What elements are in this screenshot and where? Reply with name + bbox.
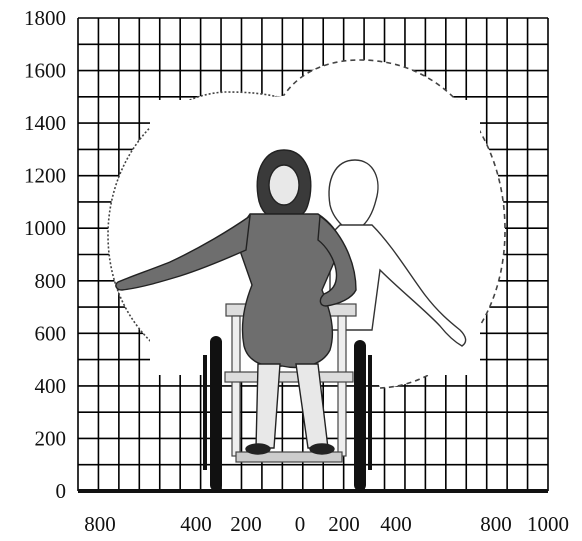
y-tick-label: 200: [35, 426, 67, 450]
y-tick-label: 1800: [24, 6, 66, 30]
x-tick-label: 0: [295, 512, 306, 536]
x-tick-label: 400: [180, 512, 212, 536]
y-tick-label: 1200: [24, 164, 66, 188]
seated-person-wheelchair: [115, 149, 357, 455]
x-tick-label: 200: [230, 512, 262, 536]
x-tick-label: 200: [328, 512, 360, 536]
x-tick-label: 1000: [527, 512, 569, 536]
x-tick-label: 800: [84, 512, 116, 536]
x-axis-tick-labels: 800 400 200 0 200 400 800 1000: [84, 512, 569, 536]
left-arm: [115, 214, 251, 291]
y-axis-tick-labels: 0 200 400 600 800 1000 1200 1400 1600 1800: [24, 6, 66, 503]
x-tick-label: 800: [480, 512, 512, 536]
wheelchair-right-wheel: [354, 340, 366, 491]
y-tick-label: 1000: [24, 216, 66, 240]
y-tick-label: 1400: [24, 111, 66, 135]
wheelchair-footrest: [235, 451, 343, 463]
right-arm: [317, 214, 357, 307]
face: [268, 164, 300, 206]
y-tick-label: 1600: [24, 59, 66, 83]
x-tick-label: 400: [380, 512, 412, 536]
y-tick-label: 400: [35, 374, 67, 398]
standing-person-outline: [328, 159, 467, 347]
y-tick-label: 800: [35, 269, 67, 293]
left-leg: [255, 363, 281, 449]
y-tick-label: 600: [35, 321, 67, 345]
y-tick-label: 0: [56, 479, 67, 503]
wheelchair-left-wheel: [210, 336, 222, 491]
right-shoe: [309, 443, 335, 455]
left-shoe: [245, 443, 271, 455]
